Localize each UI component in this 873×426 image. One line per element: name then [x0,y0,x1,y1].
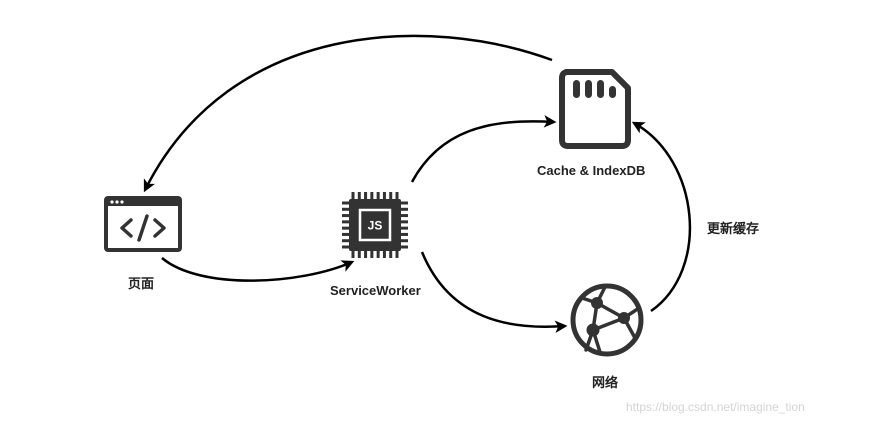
chip-pin [364,250,368,258]
chip-pin [342,220,350,224]
update-cache-label: 更新缓存 [707,221,760,236]
cache-label: Cache & IndexDB [537,163,646,178]
chip-pin [400,201,408,205]
chip-pin [382,192,386,200]
chip-pin [357,192,361,200]
chip-pin [400,239,408,243]
chip-core [358,208,392,242]
chip-pin [342,232,350,236]
chip-pin [370,250,374,258]
chip-pin [342,245,350,249]
chip-pin [389,192,393,200]
chip-pin [400,214,408,218]
chip-pin [395,250,399,258]
watermark: https://blog.csdn.net/imagine_tion [626,400,805,414]
chip-pin [351,250,355,258]
chip-body [349,199,401,251]
serviceworker-label: ServiceWorker [330,283,421,298]
edge-serviceworker-to-network [420,251,568,333]
chip-pin [400,220,408,224]
network-globe-icon [570,283,644,357]
chip-pin [370,192,374,200]
chip-pin [400,232,408,236]
chip-pin [342,226,350,230]
chip-pin [376,250,380,258]
chip-pin [357,250,361,258]
chip-pin [400,245,408,249]
page-label: 页面 [128,276,155,291]
chip-pin [382,250,386,258]
chip-pin [395,192,399,200]
chip-pin [389,250,393,258]
browser-code-icon [104,196,182,252]
chip-pin [364,192,368,200]
chip-pin [351,192,355,200]
edge-network-to-cache [631,121,692,313]
chip-text: JS [368,219,383,233]
chip-icon: JS [342,192,408,258]
chip-pin [342,214,350,218]
network-label: 网络 [592,375,619,390]
chip-pin [342,207,350,211]
chip-pin [376,192,380,200]
sd-card-icon [559,69,631,149]
chip-pin [400,207,408,211]
chip-pin [400,226,408,230]
edge-cache-to-page [143,34,553,193]
edge-page-to-serviceworker [161,257,355,282]
chip-pin [342,239,350,243]
edge-serviceworker-to-cache [410,115,557,183]
chip-pin [342,201,350,205]
